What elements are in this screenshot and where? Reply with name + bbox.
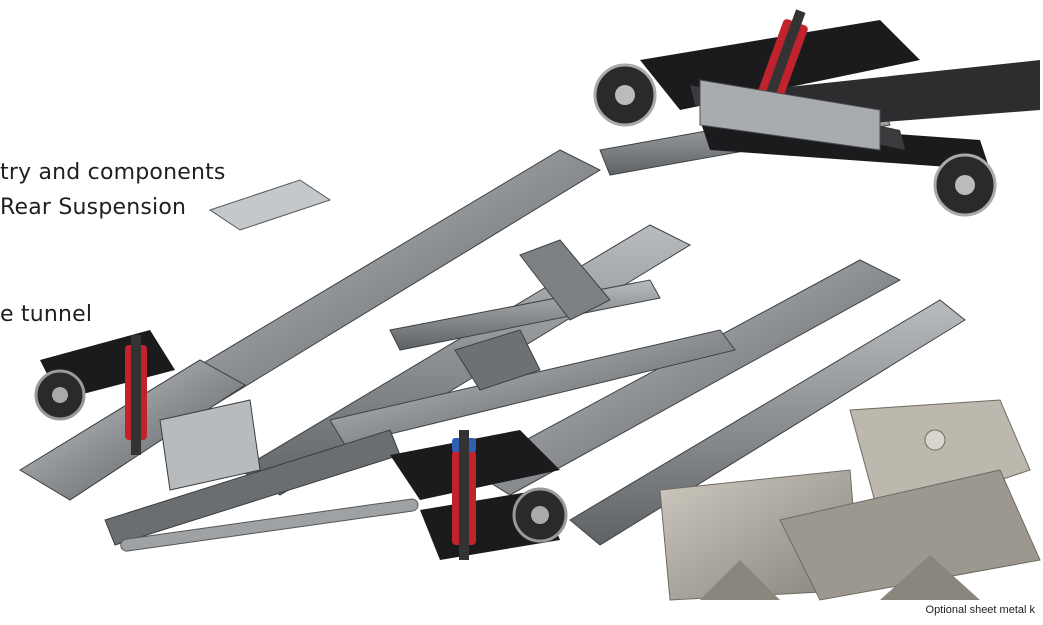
front-cradle [19, 359, 419, 552]
sheet-metal-kit-inset [659, 399, 1041, 601]
description-line-2: Rear Suspension [0, 195, 187, 220]
front-right-coilover [452, 430, 476, 560]
rear-suspension [593, 9, 1040, 217]
description-line-1: try and components [0, 160, 226, 185]
description-line-3: e tunnel [0, 302, 93, 327]
frame-rails [149, 99, 966, 546]
rear-coilover [758, 9, 808, 117]
front-left-coilover [125, 335, 147, 455]
inset-caption: Optional sheet metal k [925, 604, 1035, 616]
front-left-suspension [34, 330, 175, 455]
front-right-suspension [390, 430, 568, 560]
